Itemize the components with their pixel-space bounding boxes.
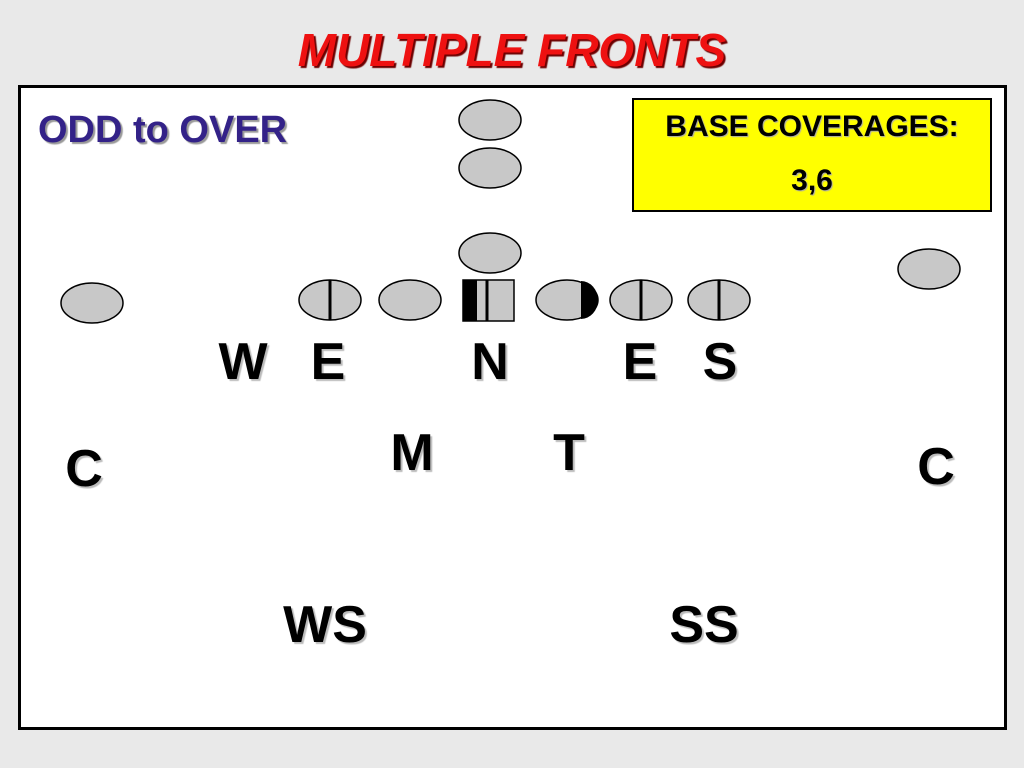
defender-t: T: [553, 424, 585, 482]
front-name: ODD to OVER: [38, 109, 288, 151]
base-coverages-box: BASE COVERAGES: 3,6: [632, 98, 992, 212]
base-coverages-label: BASE COVERAGES:: [665, 110, 959, 143]
defender-c-right: C: [917, 438, 955, 496]
defender-m: M: [390, 424, 434, 482]
defender-s: S: [702, 333, 738, 391]
defender-n: N: [471, 333, 509, 391]
slide-title: MULTIPLE FRONTS: [297, 24, 727, 76]
defender-w: W: [218, 333, 268, 391]
base-coverages-value: 3,6: [791, 164, 833, 197]
defender-e-left: E: [310, 333, 346, 391]
defender-ws: WS: [283, 596, 367, 654]
defender-c-left: C: [65, 440, 103, 498]
defender-ss: SS: [669, 596, 739, 654]
defender-e-right: E: [622, 333, 658, 391]
